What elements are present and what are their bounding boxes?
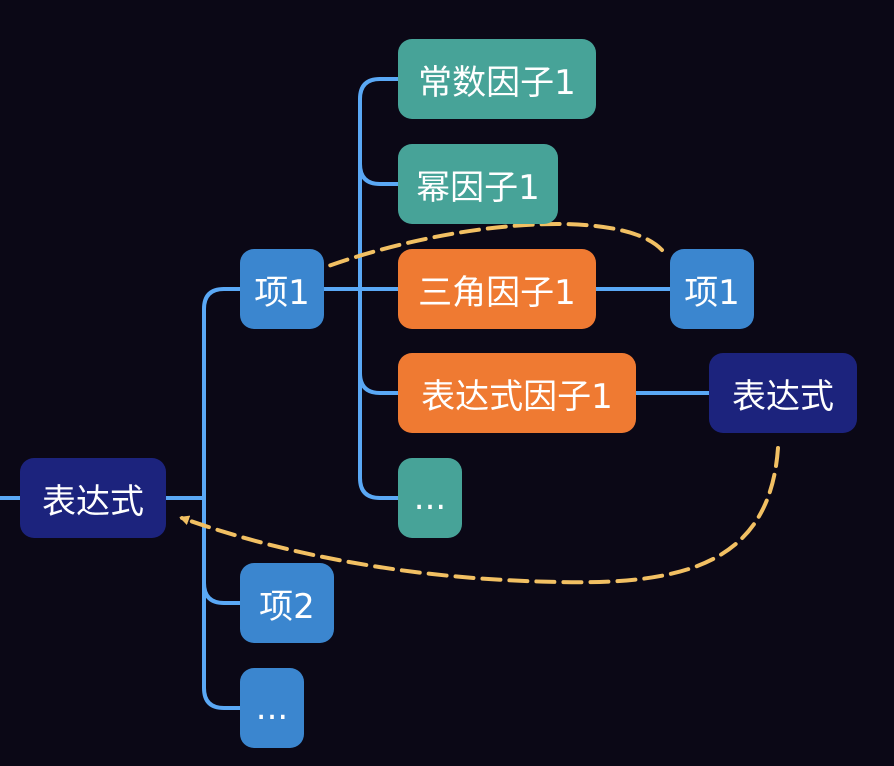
node-term2: 项2 [240,563,334,643]
node-const-factor: 常数因子1 [398,39,596,119]
node-label: ... [255,688,289,728]
node-label: 项1 [254,272,310,313]
power-factor-connector [358,162,400,186]
dashed-arrow-trig-recursion [282,222,664,285]
node-factor-ellipsis: ... [398,458,462,538]
node-label: 三角因子1 [418,272,576,313]
expr-factor-connector [358,371,400,395]
term2-connector [202,581,242,605]
node-root-expression: 表达式 [20,458,166,538]
term-branch-trunk [202,287,242,710]
factor-branch-trunk [358,77,400,500]
node-expr-factor: 表达式因子1 [398,353,636,433]
node-label: 常数因子1 [418,62,576,103]
dashed-arrow-expr-recursion [179,446,780,585]
node-label: 表达式 [732,376,834,417]
node-term1: 项1 [240,249,324,329]
node-label: 项1 [684,272,740,313]
node-label: 项2 [259,586,315,627]
node-trig-factor: 三角因子1 [398,249,596,329]
node-label: ... [413,478,447,518]
node-term-ellipsis: ... [240,668,304,748]
node-label: 表达式 [42,481,144,522]
node-power-factor: 幂因子1 [398,144,558,224]
node-label: 幂因子1 [416,167,540,208]
node-label: 表达式因子1 [421,376,613,417]
node-expr-child-expression: 表达式 [709,353,857,433]
node-trig-child-term: 项1 [670,249,754,329]
